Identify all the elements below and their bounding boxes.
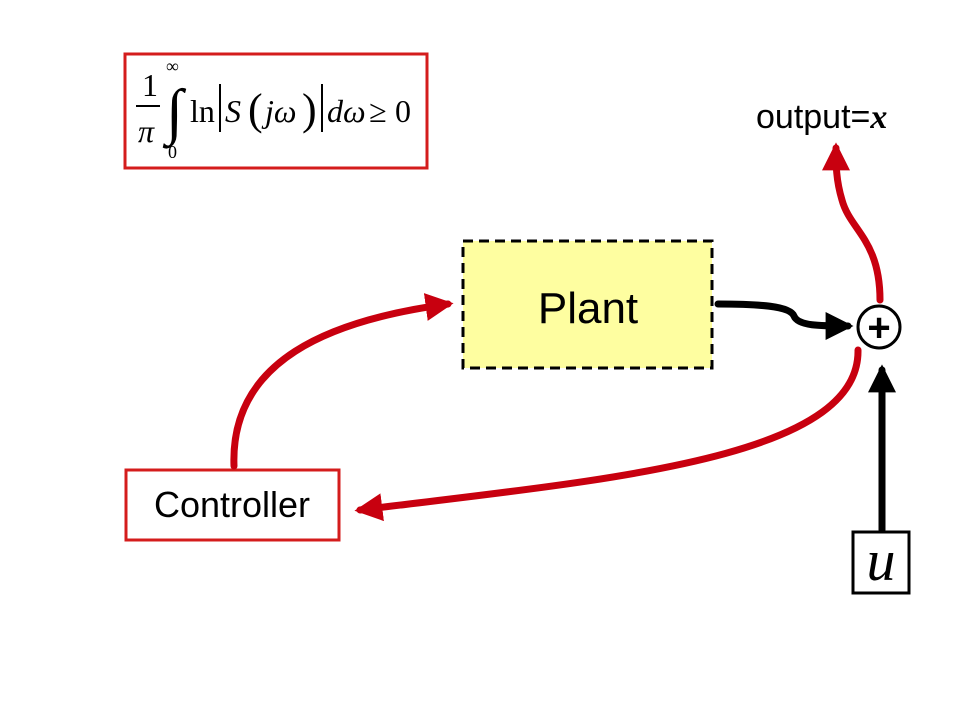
integral-sign: ∫ xyxy=(162,78,187,149)
sensitivity-function: S xyxy=(225,93,241,129)
bode-integral-equation: 1 π ∫ ∞ 0 ln S ( jω ) dω ≥ 0 xyxy=(123,52,429,170)
control-arrow xyxy=(230,293,454,470)
equation-box xyxy=(123,52,429,170)
output-label: output=x xyxy=(756,98,887,136)
plant-label: Plant xyxy=(538,284,638,333)
output-arrow xyxy=(822,142,884,304)
plant-block xyxy=(461,239,714,370)
right-paren: ) xyxy=(302,85,317,134)
inequality-sign: ≥ xyxy=(369,93,387,129)
summing-junction: + xyxy=(856,304,902,350)
controller-label: Controller xyxy=(154,484,310,525)
fraction-denominator: π xyxy=(138,113,155,149)
ln-operator: ln xyxy=(190,93,215,129)
differential: dω xyxy=(327,93,366,129)
plant-output-arrow xyxy=(714,300,854,340)
fraction-numerator: 1 xyxy=(142,67,158,103)
left-paren: ( xyxy=(248,85,263,134)
input-label: u xyxy=(867,528,896,593)
controller-block xyxy=(124,468,341,542)
argument-jw: jω xyxy=(261,93,296,129)
integral-upper-limit: ∞ xyxy=(166,56,179,76)
sum-symbol: + xyxy=(867,306,890,350)
summing-circle xyxy=(856,304,902,350)
right-hand-side: 0 xyxy=(395,93,411,129)
integral-lower-limit: 0 xyxy=(168,142,177,162)
feedback-arrow xyxy=(354,346,862,522)
